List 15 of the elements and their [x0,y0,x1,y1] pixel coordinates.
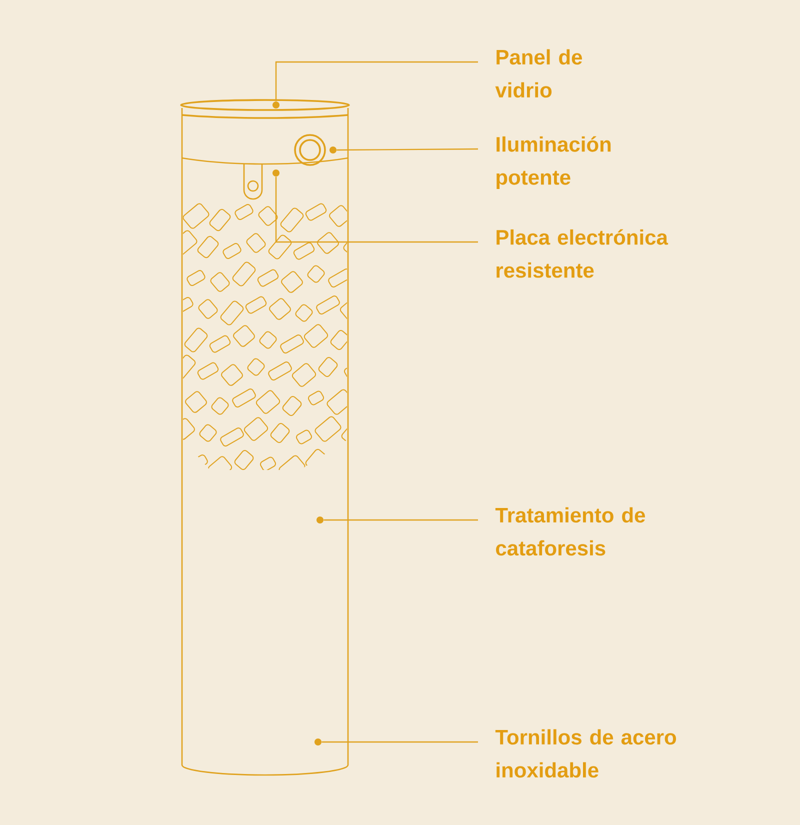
leader-line [336,148,478,151]
leader-line [322,741,478,743]
callout-label: Iluminación potente [496,136,611,189]
anchor-dot [272,170,280,176]
callout-label: Panel de vidrio [495,49,582,98]
anchor-dot [330,146,336,154]
callout-label: Placa electrónica resistente [496,229,668,278]
anchor-dot [316,516,324,524]
anchor-dot [314,738,322,746]
callout-label: Tornillos de acero inoxidable [495,729,676,778]
leader-line [275,176,478,243]
leader-line [275,61,478,102]
anchor-dot [272,102,280,108]
callout-label: Tratamiento de cataforesis [495,507,645,556]
leader-line [324,519,478,521]
